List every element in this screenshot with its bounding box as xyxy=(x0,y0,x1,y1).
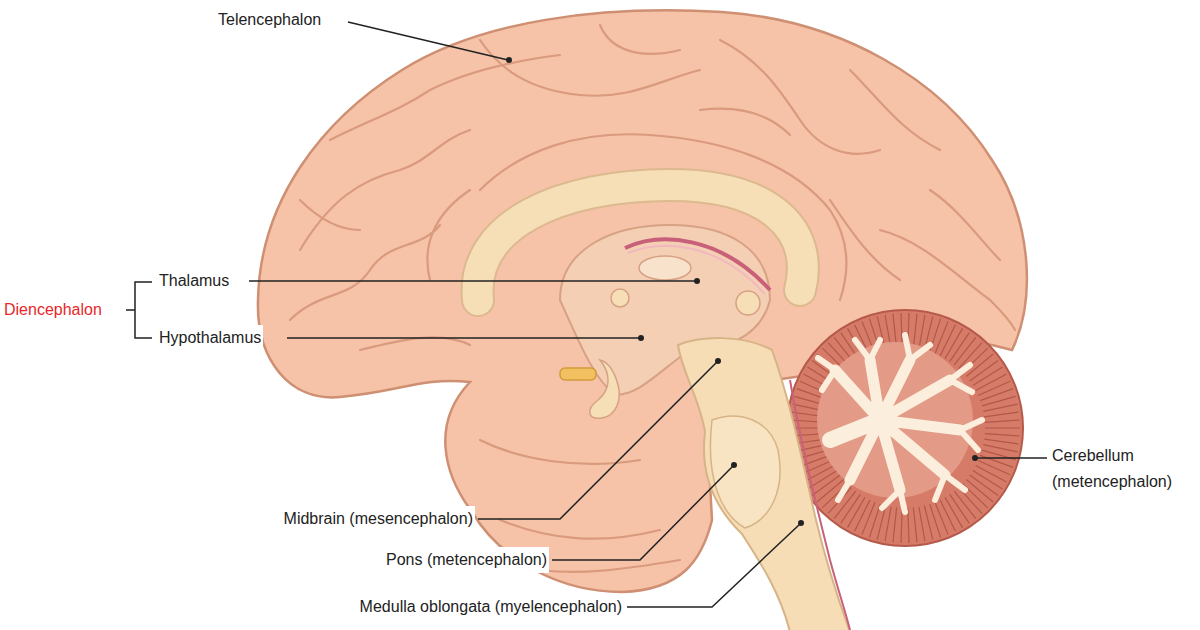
structure-label: Cerebellum (metencephalon) xyxy=(1050,443,1194,495)
folium-line xyxy=(848,497,866,527)
folium-line xyxy=(945,497,963,527)
folium-line xyxy=(950,494,970,523)
folium-line xyxy=(940,500,955,531)
folium-line xyxy=(978,461,1010,475)
folium-line xyxy=(985,434,1020,436)
fornix-inner xyxy=(628,246,765,294)
sulci xyxy=(290,25,1015,572)
leader-dots xyxy=(506,57,978,526)
folium-line xyxy=(980,455,1013,467)
folium-line xyxy=(869,504,880,537)
pineal-body xyxy=(736,291,760,315)
folium-line xyxy=(976,466,1007,482)
folium-line xyxy=(983,404,1017,411)
pons-bulge xyxy=(710,416,780,528)
folium-line xyxy=(855,500,870,531)
cerebellum-core xyxy=(817,342,973,498)
folium-line xyxy=(919,507,925,541)
cerebellum-shape xyxy=(787,310,1023,546)
fourth-ventricle xyxy=(790,380,850,630)
leader-lines xyxy=(249,22,1047,607)
folium-line xyxy=(924,506,932,540)
folium-line xyxy=(901,508,902,543)
structure-label: Telencephalon xyxy=(216,7,323,33)
folium-line xyxy=(913,314,917,349)
folium-line xyxy=(973,470,1003,489)
folium-line xyxy=(940,325,955,356)
folium-line xyxy=(970,360,998,381)
folium-line xyxy=(812,475,840,496)
folium-line xyxy=(976,374,1007,390)
folium-line xyxy=(984,439,1019,444)
folium-line xyxy=(985,427,1020,428)
folium-line xyxy=(885,507,891,541)
folium-line xyxy=(985,420,1020,422)
pituitary xyxy=(590,360,620,418)
structure-label: Medulla oblongata (myelencephalon) xyxy=(358,594,624,620)
folium-line xyxy=(908,508,909,543)
group-label: Diencephalon xyxy=(2,297,104,323)
folium-line xyxy=(935,321,948,353)
folium-line xyxy=(973,367,1003,386)
folium-line xyxy=(913,508,917,543)
folium-line xyxy=(893,508,897,543)
thalamus-shape xyxy=(639,256,691,280)
folium-line xyxy=(982,396,1016,406)
folium-line xyxy=(935,502,948,534)
folium-line xyxy=(984,412,1019,417)
folium-line xyxy=(983,445,1017,452)
folium-line xyxy=(978,381,1010,395)
structure-label: Hypothalamus xyxy=(157,325,263,351)
cerebrum xyxy=(258,10,1027,592)
structure-label: Midbrain (mesencephalon) xyxy=(282,506,475,532)
structure-label: Thalamus xyxy=(157,268,231,294)
folium-line xyxy=(919,315,925,349)
brainstem xyxy=(678,338,850,630)
commissure xyxy=(611,289,629,307)
folium-line xyxy=(862,502,875,534)
bracket xyxy=(126,282,152,338)
structure-label: Pons (metencephalon) xyxy=(384,547,549,573)
optic-chiasm xyxy=(560,368,596,380)
folium-line xyxy=(945,328,963,358)
cerebellar-folia xyxy=(790,313,1020,543)
arbor-vitae xyxy=(818,335,982,512)
